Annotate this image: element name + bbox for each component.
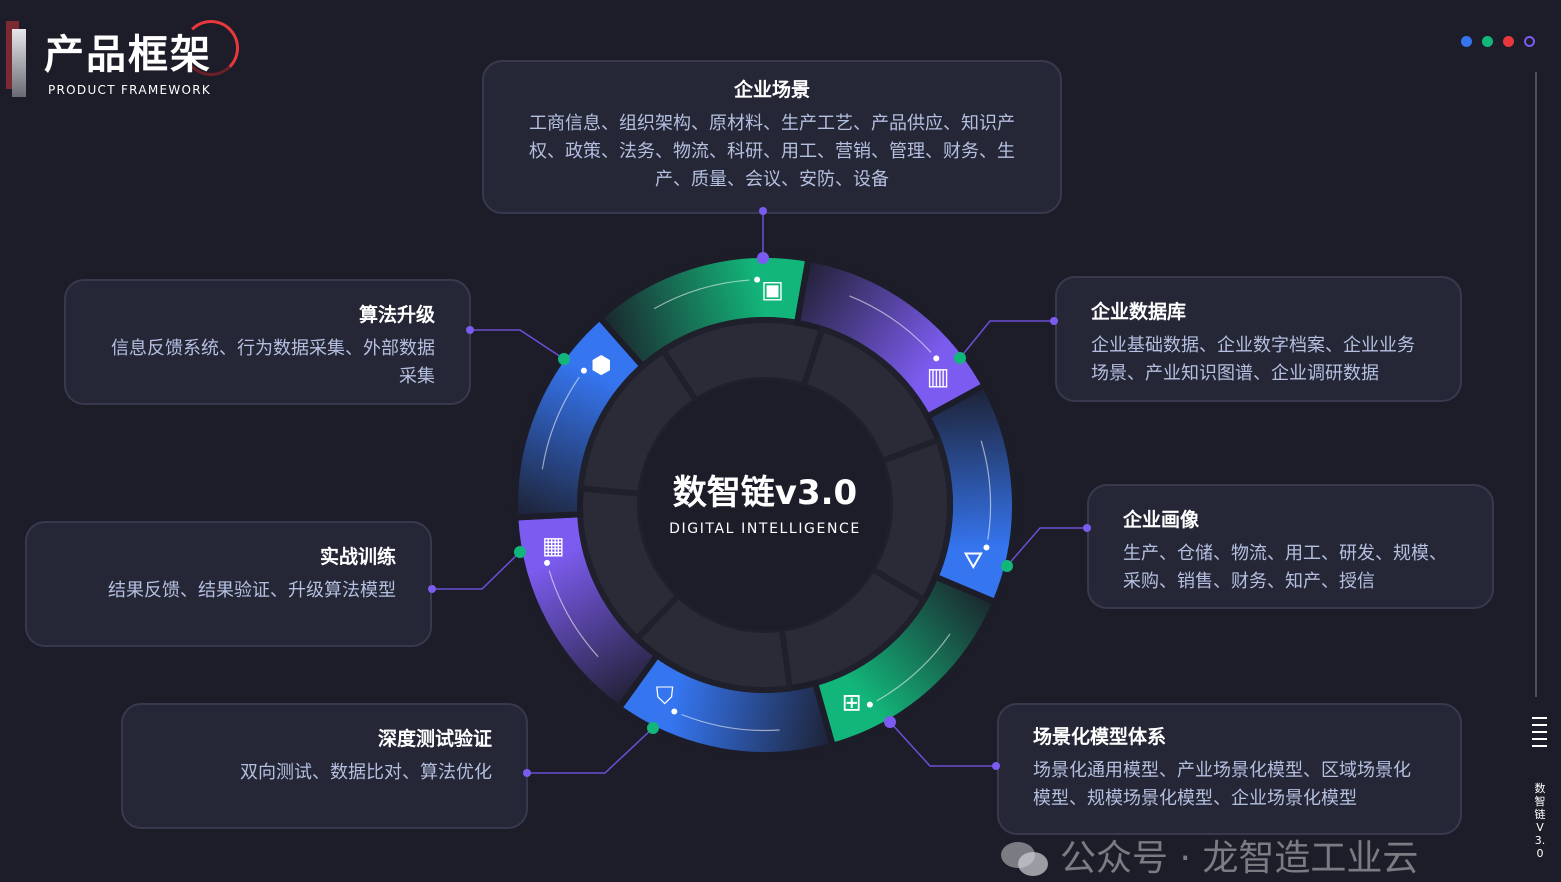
arrow-head <box>580 367 587 374</box>
bar-chart-icon: ▥ <box>927 363 950 391</box>
box-title: 算法升级 <box>358 304 435 326</box>
box-enterprise-database: 企业数据库 企业基础数据、企业数字档案、企业业务场景、产业知识图谱、企业调研数据 <box>1055 276 1462 402</box>
arrow-head <box>671 708 678 715</box>
arrow-head <box>544 559 551 566</box>
box-title: 企业画像 <box>1123 509 1200 531</box>
org-chart-icon: ⊞ <box>842 688 862 716</box>
box-enterprise-profile: 企业画像 生产、仓储、物流、用工、研发、规模、采购、销售、财务、知产、授信 <box>1087 484 1494 609</box>
monitor-chart-icon: ▣ <box>761 276 784 304</box>
box-scene-model-system: 场景化模型体系 场景化通用模型、产业场景化模型、区域场景化模型、规模场景化模型、… <box>997 703 1462 835</box>
page-dots <box>1461 36 1535 47</box>
cube-icon: ⬢ <box>591 351 612 379</box>
chip-icon: ▦ <box>542 532 565 560</box>
watermark: 公众号 · 龙智造工业云 <box>1000 838 1418 880</box>
network-nodes-icon: ⛛ <box>963 546 983 574</box>
arrow-head <box>754 276 761 283</box>
dot-outline <box>1524 36 1535 47</box>
flow-arrow <box>548 570 599 658</box>
box-title: 深度测试验证 <box>377 728 492 750</box>
logo-ring-icon <box>183 20 239 76</box>
arrow-head <box>933 355 940 362</box>
page-title: 产品框架 <box>44 32 212 78</box>
arrow-head <box>866 701 873 708</box>
box-deep-testing: 深度测试验证 双向测试、数据比对、算法优化 <box>121 703 528 829</box>
box-text: 信息反馈系统、行为数据采集、外部数据采集 <box>111 338 435 387</box>
box-text: 结果反馈、结果验证、升级算法模型 <box>108 580 396 601</box>
box-title: 实战训练 <box>319 546 396 568</box>
flow-arrow <box>541 376 580 470</box>
center-title: 数智链v3.0 <box>672 473 858 513</box>
logo-bar <box>12 29 26 97</box>
box-text: 工商信息、组织架构、原材料、生产工艺、产品供应、知识产权、政策、法务、物流、科研… <box>529 113 1015 190</box>
box-text: 生产、仓储、物流、用工、研发、规模、采购、销售、财务、知产、授信 <box>1123 543 1447 592</box>
flow-arrow <box>653 279 750 310</box>
dot-red <box>1503 36 1514 47</box>
shield-check-icon: ⛉ <box>656 682 674 710</box>
box-text: 场景化通用模型、产业场景化模型、区域场景化模型、规模场景化模型、企业场景化模型 <box>1033 760 1411 809</box>
side-label: 数智链V3.0 <box>1534 782 1546 860</box>
dot-blue <box>1461 36 1472 47</box>
box-text: 企业基础数据、企业数字档案、企业业务场景、产业知识图谱、企业调研数据 <box>1091 335 1415 384</box>
box-practical-training: 实战训练 结果反馈、结果验证、升级算法模型 <box>25 521 432 647</box>
page-subtitle: PRODUCT FRAMEWORK <box>48 83 212 97</box>
box-algorithm-upgrade: 算法升级 信息反馈系统、行为数据采集、外部数据采集 <box>64 279 471 405</box>
wechat-icon <box>1001 842 1048 876</box>
box-title: 场景化模型体系 <box>1033 726 1167 748</box>
center-subtitle: DIGITAL INTELLIGENCE <box>669 521 861 537</box>
flow-arrow <box>980 440 992 540</box>
side-divider <box>1535 72 1537 697</box>
box-title: 企业场景 <box>733 79 810 101</box>
box-text: 双向测试、数据比对、算法优化 <box>240 762 492 783</box>
flow-arrow <box>876 633 951 702</box>
box-enterprise-scene: 企业场景 工商信息、组织架构、原材料、生产工艺、产品供应、知识产权、政策、法务、… <box>482 60 1062 214</box>
flow-arrow <box>849 295 932 353</box>
dot-green <box>1482 36 1493 47</box>
box-title: 企业数据库 <box>1091 301 1187 323</box>
menu-lines-icon <box>1532 717 1547 752</box>
watermark-text: 公众号 · 龙智造工业云 <box>1060 838 1419 879</box>
center-disk <box>640 380 890 630</box>
flow-arrow <box>681 713 780 732</box>
arrow-head <box>983 544 990 551</box>
